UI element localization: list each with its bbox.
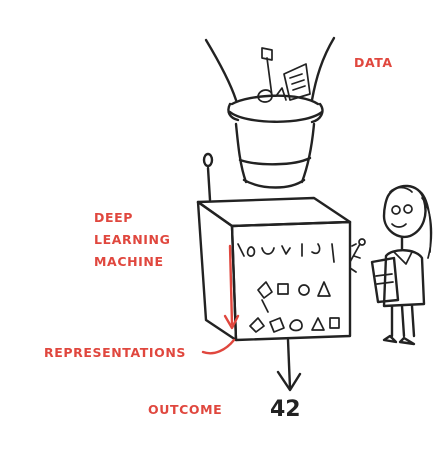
outcome-value: 42 bbox=[270, 397, 301, 422]
deep-learning-machine bbox=[196, 152, 366, 342]
data-hopper bbox=[204, 36, 336, 189]
data-label: DATA bbox=[354, 55, 393, 70]
outcome-label: OUTCOME bbox=[148, 402, 222, 417]
representations-pointer bbox=[201, 338, 236, 355]
machine-label-line3: MACHINE bbox=[94, 254, 164, 269]
person-figure bbox=[370, 184, 433, 346]
representations-label: REPRESENTATIONS bbox=[44, 345, 186, 360]
outcome-arrow bbox=[276, 338, 302, 392]
machine-label-line1: DEEP bbox=[94, 210, 133, 225]
machine-label-line2: LEARNING bbox=[94, 232, 170, 247]
